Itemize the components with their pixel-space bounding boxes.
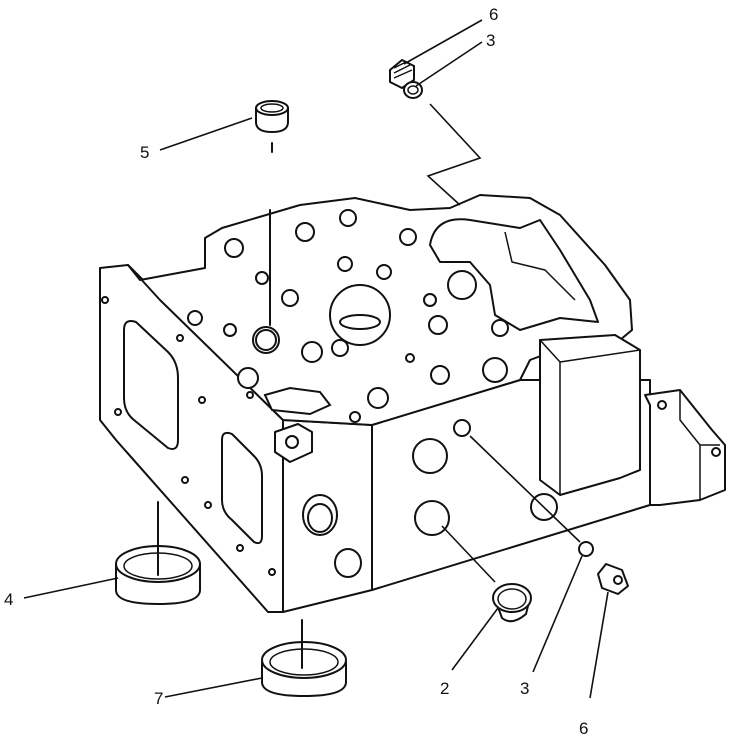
top-valve-cavity (429, 218, 599, 331)
deck-hole (223, 323, 237, 337)
leader-4 (23, 577, 119, 599)
side-port (412, 438, 448, 474)
callout-3-bottom: 3 (520, 679, 529, 698)
deck-hole (376, 264, 392, 280)
deck-hole (428, 315, 448, 335)
injector-bore-inner (339, 314, 381, 330)
part-3-top-seal (403, 81, 423, 99)
part-6-bottom-plug (597, 563, 629, 595)
callout-4: 4 (4, 590, 13, 609)
leader-5 (159, 117, 253, 151)
callout-6-bottom: 6 (579, 719, 588, 738)
left-face-bolt (101, 296, 109, 304)
deck-hole (405, 353, 415, 363)
side-port-item-2-bore (414, 500, 450, 536)
leader-6-top (403, 19, 483, 65)
flange-bolt-hole (657, 400, 667, 410)
deck-hole (339, 209, 357, 227)
deck-hole (224, 238, 244, 258)
deck-hole (423, 293, 437, 307)
corner-fitting-hex (285, 435, 299, 449)
front-port-small (334, 548, 362, 578)
deck-hole (331, 339, 349, 357)
part-5-cup-plug (255, 100, 289, 133)
left-face-bolt (236, 544, 244, 552)
callout-2: 2 (440, 679, 449, 698)
deck-slot (263, 386, 332, 416)
callout-6-top: 6 (489, 5, 498, 24)
left-face-bolt (204, 501, 212, 509)
side-plug-hole (453, 419, 471, 437)
left-face-window-lower (221, 431, 263, 545)
centerline-3-bottom (469, 435, 581, 543)
deck-hole (349, 411, 361, 423)
left-face-bolt (114, 408, 122, 416)
part-7-sleeve (261, 641, 347, 697)
dowel-bore-item-5-inner (255, 329, 277, 351)
left-face-window-upper (123, 320, 179, 450)
deck-hole (447, 270, 477, 300)
leader-3-top (415, 41, 483, 87)
deck-hole (491, 319, 509, 337)
deck-hole (295, 222, 315, 242)
centerline-2 (441, 525, 496, 583)
deck-hole (367, 387, 389, 409)
left-face-bolt (181, 476, 189, 484)
deck-hole (281, 289, 299, 307)
deck-hole (482, 357, 508, 383)
right-end-flange (644, 389, 726, 506)
deck-hole (237, 367, 259, 389)
deck-hole (246, 391, 254, 399)
leader-2 (451, 607, 499, 671)
rocker-block-edge (539, 339, 641, 495)
cavity-inner-wall (504, 231, 576, 301)
deck-hole (399, 228, 417, 246)
rocker-support-block (539, 334, 641, 496)
leader-6-bottom (589, 591, 609, 699)
leader-3-bottom (532, 555, 583, 673)
part-3-bottom-ball (578, 541, 594, 557)
callout-7: 7 (154, 689, 163, 708)
leader-7 (164, 677, 263, 698)
deck-hole (430, 365, 450, 385)
deck-hole (255, 271, 269, 285)
part-3-top-seal-inner (407, 85, 419, 95)
deck-hole (187, 310, 203, 326)
part-2-cup-plug (492, 583, 532, 623)
left-face-bolt (268, 568, 276, 576)
left-face-bolt (176, 334, 184, 342)
cylinder-head (99, 194, 726, 613)
left-face-bolt (198, 396, 206, 404)
part-6-top-plug (389, 59, 415, 89)
axis-6-3-top (426, 103, 482, 206)
flange-bolt-hole (711, 447, 721, 457)
callout-5: 5 (140, 143, 149, 162)
front-port-inner (307, 503, 333, 533)
deck-hole (301, 341, 323, 363)
leader-lines (23, 19, 609, 699)
right-flange-detail (679, 390, 720, 500)
callout-3-top: 3 (486, 31, 495, 50)
deck-hole (337, 256, 353, 272)
